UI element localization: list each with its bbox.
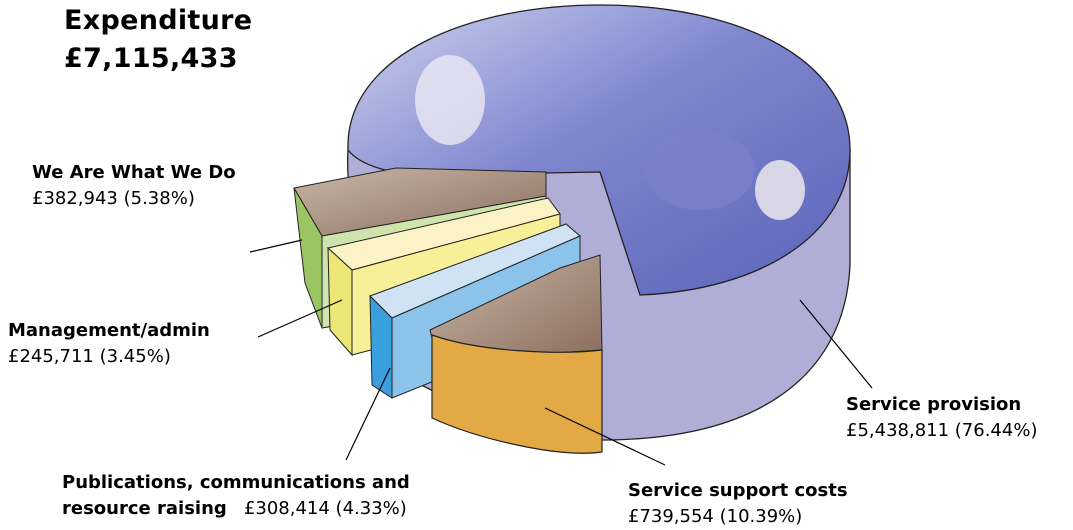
label-management-admin: Management/admin £245,711 (3.45%) (8, 318, 210, 370)
label-name: Service support costs (628, 480, 848, 501)
label-value: £308,414 (4.33%) (243, 498, 407, 519)
photo-highlight-3 (755, 160, 805, 220)
chart-title-total: £7,115,433 (64, 43, 238, 74)
leader-we-are-what-we-do (249, 239, 303, 253)
photo-highlight (415, 55, 485, 145)
label-value: £382,943 (5.38%) (32, 188, 195, 209)
leader-service-support (544, 407, 666, 466)
label-name-line2-row: resource raising £308,414 (4.33%) (62, 498, 407, 519)
label-name: Service provision (846, 394, 1022, 415)
slice-service-support-face (431, 334, 603, 454)
photo-highlight-2 (645, 130, 755, 210)
label-name: Management/admin (8, 320, 210, 341)
chart-title-line1: Expenditure (64, 5, 253, 36)
label-value: £5,438,811 (76.44%) (846, 420, 1038, 441)
label-publications: Publications, communications and resourc… (62, 470, 410, 522)
label-name-line2: resource raising (62, 498, 227, 519)
label-value: £739,554 (10.39%) (628, 506, 803, 527)
chart-title: Expenditure £7,115,433 (64, 2, 252, 78)
label-name: We Are What We Do (32, 162, 236, 183)
leader-service-provision (799, 299, 873, 389)
leader-publications (345, 367, 391, 461)
label-we-are-what-we-do: We Are What We Do £382,943 (5.38%) (32, 160, 236, 212)
label-value: £245,711 (3.45%) (8, 346, 171, 367)
leader-management-admin (257, 299, 343, 338)
label-service-support: Service support costs £739,554 (10.39%) (628, 478, 848, 530)
label-name: Publications, communications and (62, 472, 410, 493)
label-service-provision: Service provision £5,438,811 (76.44%) (846, 392, 1037, 444)
